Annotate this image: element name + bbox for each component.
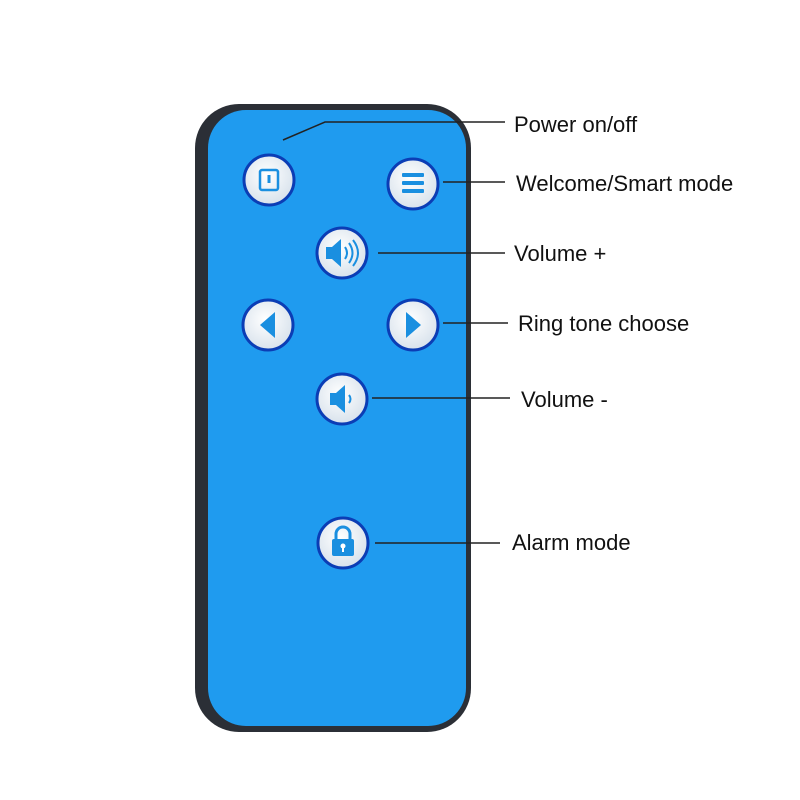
label-volume-up: Volume +: [514, 241, 607, 266]
label-volume-down: Volume -: [521, 387, 608, 412]
speaker-quiet-icon: [330, 385, 352, 413]
label-ring-tone: Ring tone choose: [518, 311, 690, 336]
volume-down-button[interactable]: [315, 372, 369, 426]
ring-tone-previous-button[interactable]: [241, 298, 295, 352]
power-icon: [258, 168, 280, 192]
volume-up-button[interactable]: [315, 226, 369, 280]
welcome-smart-mode-button[interactable]: [386, 157, 440, 211]
arrow-left-icon: [260, 312, 275, 338]
arrow-right-icon: [406, 312, 421, 338]
label-welcome-smart-mode: Welcome/Smart mode: [516, 171, 734, 196]
lock-icon: [332, 525, 354, 556]
ring-tone-next-button[interactable]: [386, 298, 440, 352]
alarm-mode-button[interactable]: [316, 516, 370, 570]
speaker-loud-icon: [326, 239, 359, 267]
label-power: Power on/off: [514, 112, 638, 137]
callout-lines: [282, 121, 510, 544]
label-alarm-mode: Alarm mode: [512, 530, 631, 555]
callout-power: [282, 121, 505, 141]
menu-icon: [402, 173, 424, 193]
power-button[interactable]: [242, 153, 296, 207]
